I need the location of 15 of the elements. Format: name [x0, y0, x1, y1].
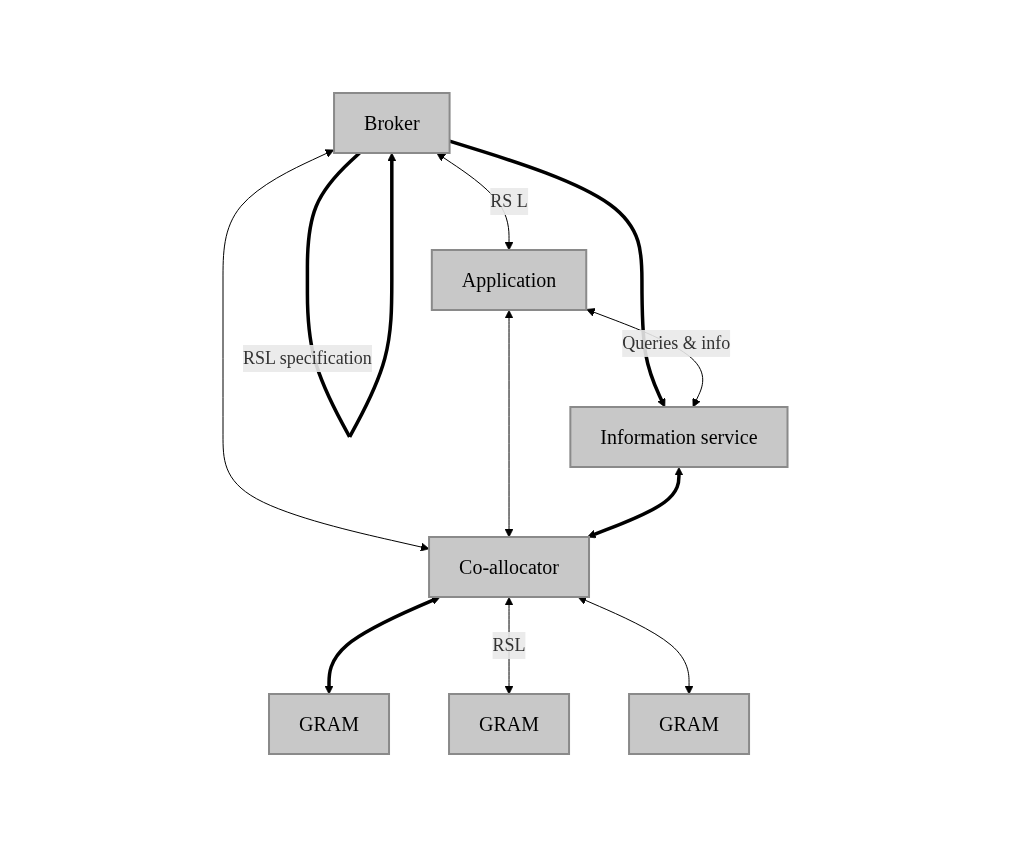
edge-label: RSL	[492, 635, 526, 655]
node-box: Broker	[332, 92, 451, 154]
arrow	[577, 596, 694, 695]
node-box: GRAM	[447, 693, 570, 755]
arrow	[504, 310, 514, 538]
arrow	[586, 467, 684, 539]
node-box: GRAM	[627, 693, 750, 755]
node-box: Information service	[569, 406, 789, 468]
node-box: Co-allocator	[427, 536, 590, 598]
edge-label: RS L	[490, 191, 528, 211]
node-box: GRAM	[267, 693, 390, 755]
arrow	[324, 596, 440, 695]
edge-label: Queries & info	[621, 332, 730, 353]
edge-label: RSL specification	[242, 348, 372, 368]
node-box: Application	[430, 249, 587, 311]
